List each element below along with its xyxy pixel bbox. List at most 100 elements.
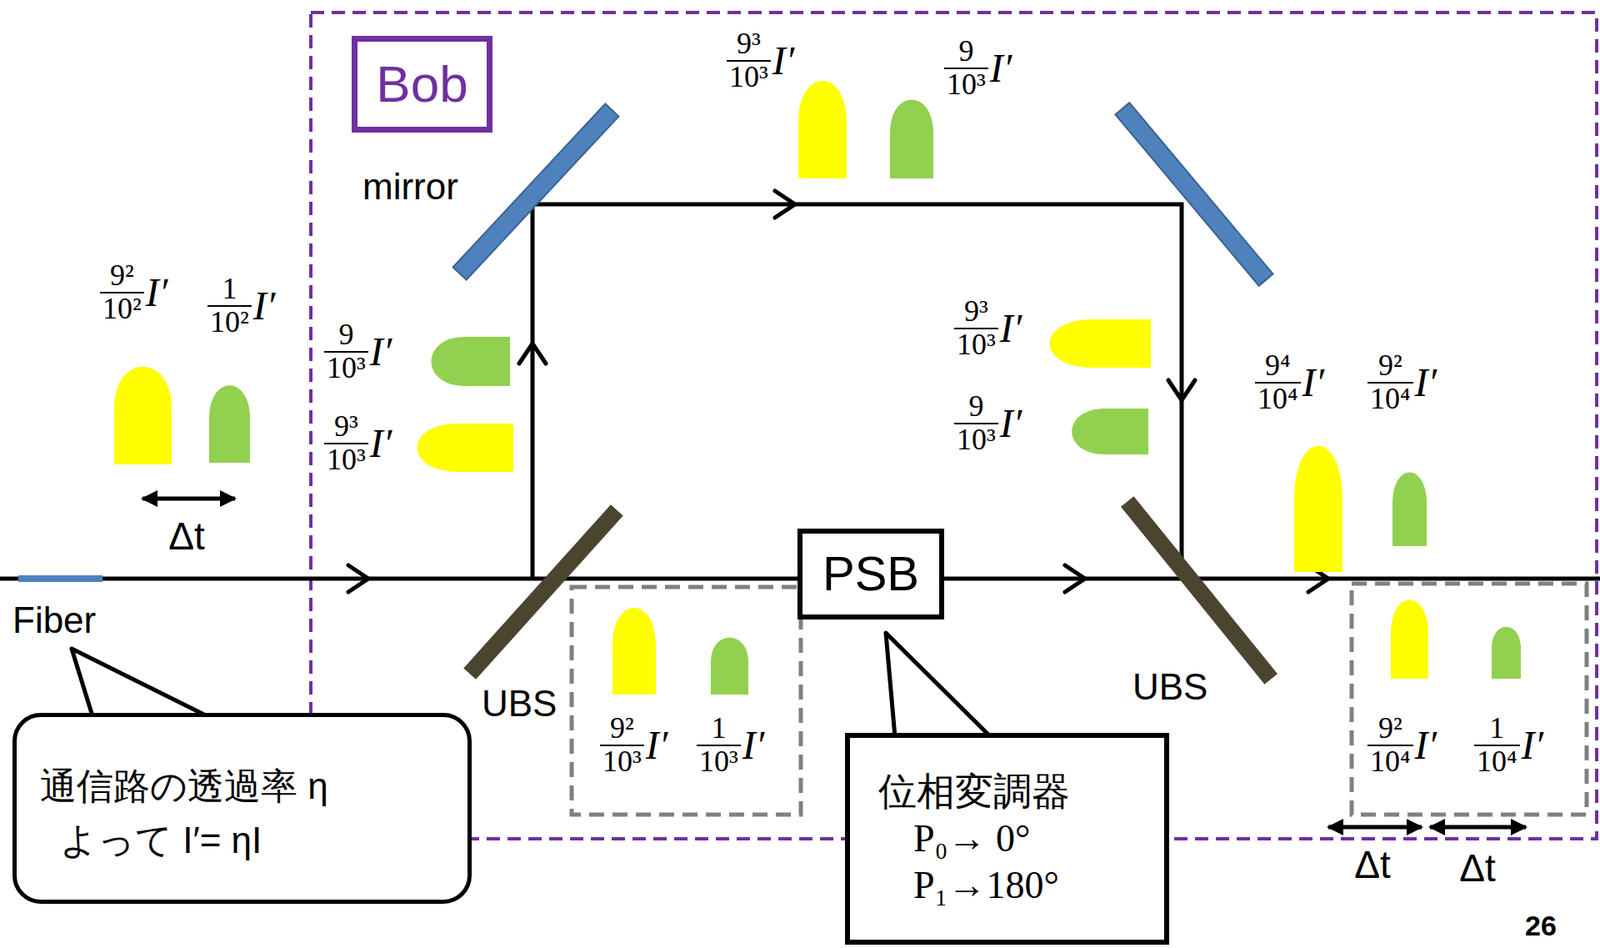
callout-tail	[71, 648, 213, 719]
fraction: 9³10³	[726, 28, 771, 94]
intensity-label: 9²10³I′	[600, 712, 668, 778]
numerator: 9⁴	[1262, 350, 1294, 382]
interval-label: Δt	[168, 515, 205, 558]
intensity-label: 9²10⁴I′	[1367, 712, 1437, 778]
numerator: 9²	[1375, 350, 1405, 382]
psb-box: PSB	[797, 528, 945, 620]
fraction: 9²10³	[600, 712, 645, 778]
denominator: 10²	[100, 291, 145, 325]
node-text: 位相変調器	[863, 769, 1070, 814]
intensity-symbol: I′	[990, 45, 1012, 91]
intensity-label: 9²10²I′	[100, 260, 168, 325]
denominator: 10⁴	[1255, 381, 1301, 415]
beam-splitter	[463, 504, 624, 680]
denominator: 10²	[207, 305, 252, 339]
intensity-symbol: I′	[1415, 721, 1437, 768]
denominator: 10⁴	[1474, 744, 1520, 778]
intensity-label: 110³I′	[696, 712, 765, 778]
intensity-label: 9³10³I′	[726, 28, 795, 94]
intensity-symbol: I′	[1302, 359, 1325, 405]
mirror-symbol	[1115, 102, 1273, 285]
numerator: 9³	[331, 410, 361, 443]
numerator: 9²	[107, 260, 137, 292]
intensity-label: 910³I′	[954, 390, 1022, 456]
numerator: 9³	[961, 295, 991, 328]
denominator: 10³	[324, 350, 369, 385]
numerator: 1	[708, 712, 729, 745]
fraction: 910³	[954, 390, 999, 456]
fraction: 910³	[324, 319, 369, 385]
bob-box: Bob	[351, 35, 493, 133]
intensity-symbol: I′	[370, 328, 392, 375]
part-label: UBS	[481, 683, 557, 724]
intensity-label: 9⁴10⁴I′	[1255, 350, 1325, 415]
fraction: 9³10³	[954, 295, 999, 361]
beam-path	[0, 204, 1600, 579]
light-pulse	[114, 80, 1521, 695]
intensity-label: 9³10³I′	[324, 410, 392, 476]
fraction: 9²10⁴	[1367, 712, 1414, 778]
part-label: UBS	[1132, 666, 1208, 707]
fraction: 9³10³	[324, 410, 369, 476]
page-number: 26	[1525, 910, 1557, 941]
intensity-symbol: I′	[1415, 359, 1437, 405]
intensity-label: 910³I′	[324, 319, 392, 385]
numerator: 9	[965, 390, 986, 423]
numerator: 1	[219, 273, 240, 305]
numerator: 9²	[1375, 712, 1405, 745]
intensity-label: 110²I′	[207, 273, 275, 339]
numerator: 9²	[607, 712, 637, 745]
fraction: 9²10⁴	[1367, 350, 1414, 415]
intensity-symbol: I′	[1521, 721, 1544, 768]
numerator: 9³	[734, 28, 764, 60]
denominator: 10³	[696, 744, 741, 778]
intensity-label: 910³I′	[944, 35, 1012, 101]
callout-tail	[885, 632, 991, 737]
intensity-symbol: I′	[772, 37, 795, 84]
output-port-box	[571, 586, 801, 815]
fraction: 9⁴10⁴	[1255, 350, 1301, 415]
fraction: 9²10²	[100, 260, 145, 325]
interval-label: Δt	[1354, 843, 1391, 886]
callout-box: 通信路の透過率 η よって I′= ηI	[12, 712, 472, 904]
denominator: 10³	[324, 442, 369, 476]
bob-region	[310, 12, 1597, 839]
node-text: Bob	[375, 54, 468, 114]
numerator: 1	[1486, 712, 1507, 745]
fraction: 110⁴	[1474, 712, 1520, 778]
part-label: mirror	[362, 166, 459, 207]
node-text: よって I′= ηI	[40, 819, 451, 862]
node-text: 通信路の透過率 η	[40, 765, 451, 808]
fraction: 910³	[944, 35, 989, 101]
intensity-label: 110⁴I′	[1474, 712, 1544, 778]
intensity-label: 9²10⁴I′	[1367, 350, 1437, 415]
intensity-label: 9³10³I′	[954, 295, 1022, 361]
intensity-symbol: I′	[1000, 400, 1022, 446]
denominator: 10³	[954, 327, 999, 361]
fraction: 110²	[207, 273, 252, 339]
beam-splitter	[1120, 495, 1278, 685]
numerator: 9	[955, 35, 976, 68]
interval-label: Δt	[1459, 846, 1496, 890]
denominator: 10⁴	[1367, 744, 1414, 778]
denominator: 10³	[954, 422, 999, 456]
node-text: PSB	[822, 545, 920, 602]
intensity-symbol: I′	[370, 420, 392, 466]
intensity-symbol: I′	[645, 721, 668, 768]
node-text: P₁→180°	[863, 863, 1060, 908]
fiber-segment	[18, 575, 103, 582]
intensity-symbol: I′	[253, 282, 275, 329]
intensity-symbol: I′	[145, 269, 168, 315]
denominator: 10³	[726, 60, 771, 94]
intensity-symbol: I′	[1000, 305, 1022, 351]
node-text: P₀→ 0°	[863, 816, 1031, 861]
denominator: 10³	[944, 67, 989, 101]
output-port-box	[1351, 583, 1587, 815]
intensity-symbol: I′	[742, 721, 765, 768]
part-label: Fiber	[12, 600, 96, 640]
denominator: 10⁴	[1367, 381, 1414, 415]
numerator: 9	[335, 319, 356, 351]
fraction: 110³	[696, 712, 741, 778]
denominator: 10³	[600, 744, 645, 778]
callout-box: 位相変調器P₀→ 0°P₁→180°	[845, 732, 1170, 945]
